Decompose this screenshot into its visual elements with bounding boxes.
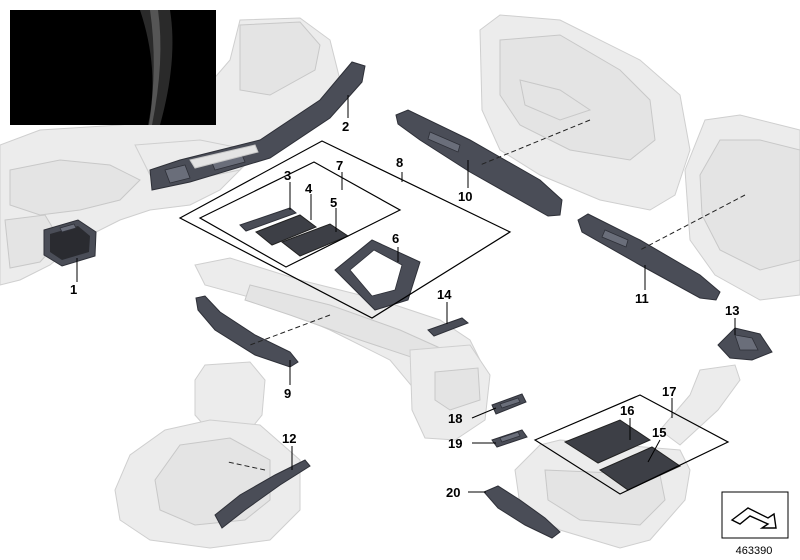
callout-11: 11	[635, 291, 649, 306]
inset-photo	[10, 10, 216, 125]
rear-console-ghost	[514, 364, 741, 549]
part-19-strip	[491, 429, 528, 448]
part-6-gear-frame	[334, 239, 421, 311]
part-14-strip	[427, 317, 469, 337]
callout-13: 13	[725, 303, 739, 318]
frame-8	[178, 140, 512, 319]
part-13-small-trim	[717, 327, 773, 361]
callout-5: 5	[330, 195, 337, 210]
callouts: 1 2 3 4 5 6 7 8 9 10 11 12 13 14 15 16 1…	[70, 119, 739, 500]
callout-15: 15	[652, 425, 666, 440]
callout-3: 3	[284, 168, 291, 183]
orientation-arrow-icon	[730, 507, 777, 529]
callout-2: 2	[342, 119, 349, 134]
rear-door-ghost	[684, 114, 800, 301]
reference-number: 463390	[736, 545, 773, 557]
center-console-ghost	[194, 257, 491, 441]
leader-lines	[76, 95, 736, 493]
dashed-lines	[227, 119, 746, 471]
part-3-strip	[239, 207, 297, 232]
reference-box: 463390	[721, 491, 789, 557]
callout-6: 6	[392, 231, 399, 246]
callout-9: 9	[284, 386, 291, 401]
callout-16: 16	[620, 403, 634, 418]
dashboard-ghost	[0, 17, 341, 286]
callout-1: 1	[70, 282, 77, 297]
part-12-seat-trim	[214, 459, 311, 529]
callout-20: 20	[446, 485, 460, 500]
callout-10: 10	[458, 189, 472, 204]
callout-19: 19	[448, 436, 462, 451]
part-4-mat	[255, 214, 318, 246]
seat-ghost	[114, 361, 301, 549]
callout-8: 8	[396, 155, 403, 170]
part-10-front-door-trim	[395, 109, 563, 217]
frame-7	[198, 161, 402, 268]
part-20-trim	[483, 485, 561, 539]
callout-17: 17	[662, 384, 676, 399]
part-1-air-vent	[43, 219, 97, 267]
frame-17	[533, 394, 730, 495]
callout-4: 4	[305, 181, 313, 196]
callout-14: 14	[437, 287, 452, 302]
part-16-mat	[563, 419, 652, 464]
part-2-dash-trim	[149, 61, 366, 191]
callout-7: 7	[336, 158, 343, 173]
front-door-ghost	[479, 14, 691, 211]
part-9-side-trim	[195, 295, 299, 368]
part-11-rear-door-trim	[577, 213, 721, 301]
callout-18: 18	[448, 411, 462, 426]
part-15-mat	[598, 446, 682, 491]
callout-12: 12	[282, 431, 296, 446]
part-18-strip	[491, 393, 527, 415]
